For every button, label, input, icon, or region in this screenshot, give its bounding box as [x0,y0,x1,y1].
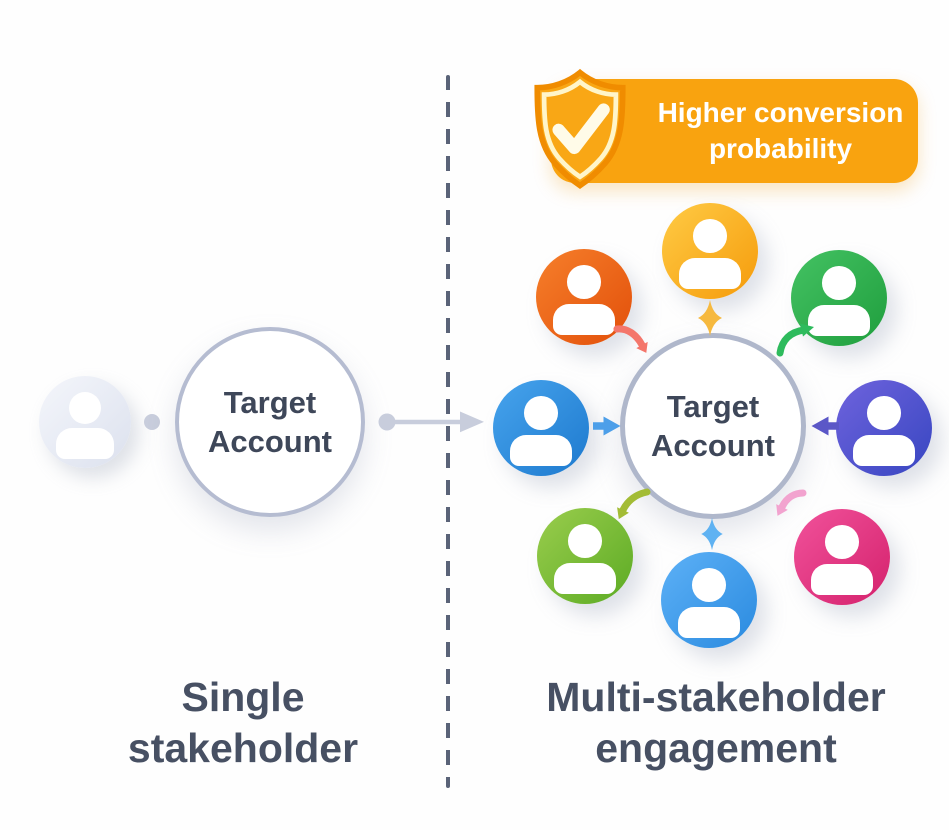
dashed-divider [446,75,450,788]
stakeholder-avatar-top-right [791,250,887,346]
right-arrow-connector [378,411,484,433]
shield-check-icon [534,68,626,189]
connector-dot [144,414,160,430]
stakeholder-avatar-right [836,380,932,476]
target-label-line2: Account [651,428,775,463]
person-icon [692,568,726,602]
target-account-circle-left: Target Account [175,327,365,517]
target-account-circle-right: Target Account [620,333,806,519]
caption-line2: engagement [595,725,837,771]
caption-line1: Single [181,674,305,720]
curved-arrow-bottom-left-icon [617,488,651,520]
person-icon [567,265,601,299]
person-icon [822,266,856,300]
stakeholder-avatar-left [493,380,589,476]
badge-text-line2: probability [708,133,853,164]
stakeholder-avatar-bottom-right [794,509,890,605]
person-icon [825,525,859,559]
caption-line2: stakeholder [127,725,359,771]
person-icon [68,391,102,424]
caption-line1: Multi-stakeholder [546,674,886,720]
arrow-right-to-center-icon [811,416,839,436]
curved-arrow-top-right-icon [776,323,814,357]
stakeholder-avatar-bottom-left [537,508,633,604]
sparkle-arrow-top-icon [698,300,722,336]
person-icon [568,524,602,558]
person-icon [693,219,727,253]
sparkle-arrow-bottom-icon [701,517,723,551]
person-icon [524,396,558,430]
curved-arrow-top-left-icon [613,325,648,353]
curved-arrow-bottom-right-icon [776,489,807,516]
target-label-line1: Target [223,385,317,420]
stakeholder-avatar-top [662,203,758,299]
person-icon [867,396,901,430]
stakeholder-avatar-bottom [661,552,757,648]
caption-single-stakeholder: Single stakeholder [60,672,426,774]
arrow-left-to-center-icon [593,416,621,436]
target-label-line2: Account [208,424,332,459]
caption-multi-stakeholder: Multi-stakeholder engagement [490,672,942,774]
badge-text-line1: Higher conversion [657,97,904,128]
target-label-line1: Target [666,389,760,424]
single-stakeholder-avatar [39,376,131,468]
